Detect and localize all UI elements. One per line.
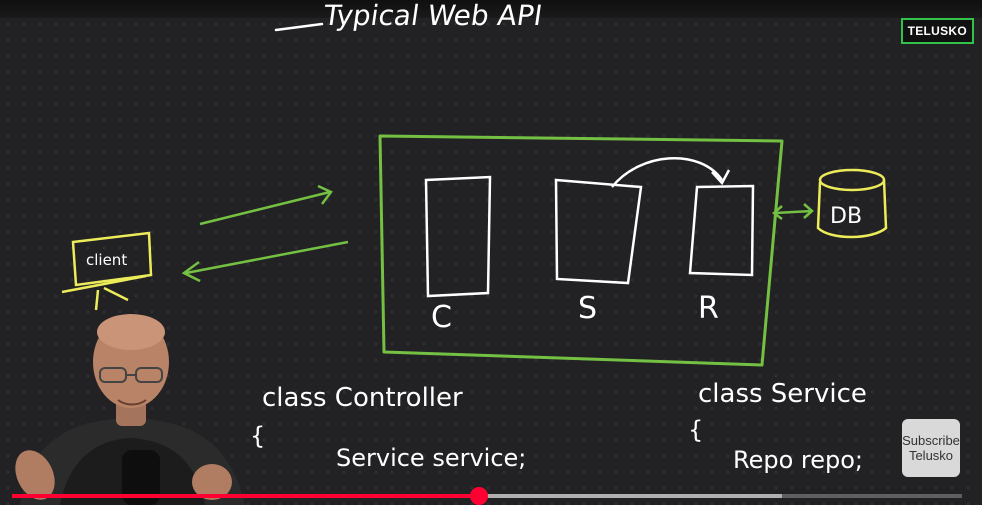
subscribe-button[interactable]: Subscribe Telusko [902,419,960,477]
channel-logo: TELUSKO [900,18,974,44]
presenter-avatar [15,314,245,505]
layer-label-s: S [578,291,597,326]
db-label: DB [830,204,862,229]
db-cylinder-top [818,168,886,192]
request-arrow [199,190,331,226]
code-left-line1: class Controller [262,383,463,413]
db-cylinder-body [816,179,888,239]
layer-label-r: R [698,291,719,326]
server-box [378,134,784,367]
controller-box [424,175,492,298]
code-left-brace: { [250,422,265,450]
client-stand [61,274,147,311]
client-monitor [71,231,153,287]
subscribe-channel: Telusko [908,448,954,463]
service-to-repo-arrow [611,157,724,188]
code-left-line2: Service service; [336,444,526,472]
service-box [554,178,643,285]
subscribe-label: Subscribe [902,433,960,448]
top-shade [0,0,982,18]
arrow-icon [772,203,814,220]
code-right-line2: Repo repo; [733,446,863,474]
db-arrow [774,209,813,215]
arrow-icon [181,260,201,283]
progress-bar[interactable] [12,487,962,505]
code-right-line1: class Service [698,379,867,409]
title-dash [274,22,324,32]
board-title: Typical Web API [321,0,545,32]
progress-played [12,494,480,498]
repo-box [688,184,755,277]
arrow-icon [317,184,333,205]
layer-label-c: C [431,300,452,335]
arrow-icon [711,169,731,186]
scrubber-handle[interactable] [470,487,489,505]
response-arrow [185,240,349,275]
code-right-brace: { [688,416,703,444]
client-label: client [86,251,127,269]
